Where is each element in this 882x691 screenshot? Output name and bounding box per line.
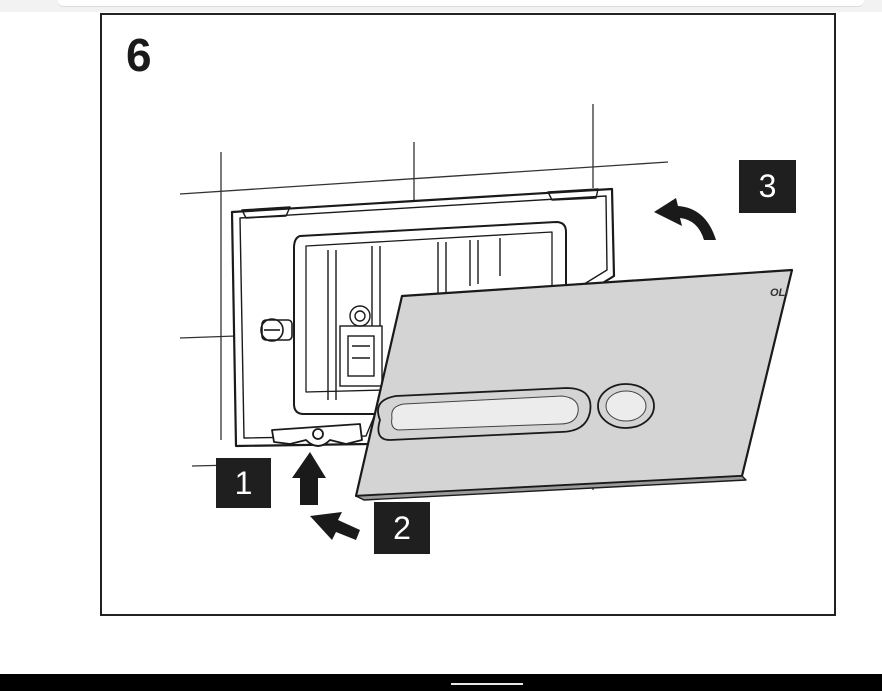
- push-in-arrow: [310, 512, 360, 540]
- system-bottom-bar: [0, 674, 882, 691]
- push-up-arrow: [292, 452, 326, 505]
- top-card-edge: [58, 0, 864, 7]
- wall-tile-grid: [179, 104, 669, 490]
- flush-plate: [354, 268, 794, 501]
- step-badge-1: 1: [216, 458, 271, 508]
- home-indicator[interactable]: [451, 683, 523, 685]
- bottom-latch: [271, 423, 363, 447]
- fixing-screw: [260, 318, 293, 342]
- step-badge-3: 3: [739, 160, 796, 213]
- plate-logo: OLI: [770, 287, 789, 299]
- step-badge-2: 2: [374, 502, 430, 554]
- browser-top-strip: [0, 0, 882, 12]
- tilt-arrow: [654, 198, 716, 240]
- flush-mechanism: [327, 238, 501, 400]
- step-number: 6: [126, 29, 152, 81]
